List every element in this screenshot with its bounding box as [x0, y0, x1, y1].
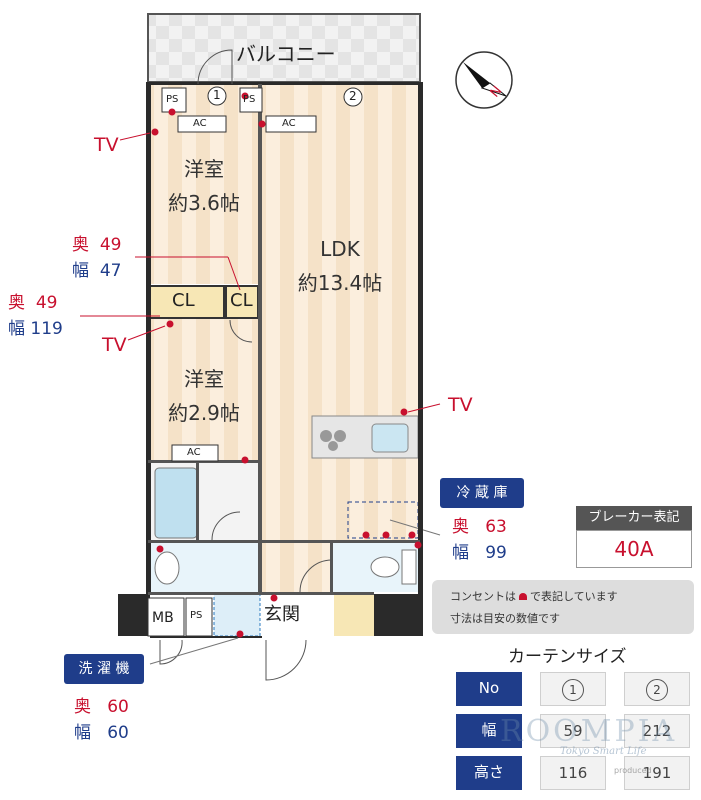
washer-badge: 洗 濯 機 [64, 654, 144, 684]
entrance-label: 玄関 [264, 604, 300, 625]
curtain-title: カーテンサイズ [508, 647, 627, 667]
ac-label-2: AC [282, 118, 296, 129]
curtain-col2-height: 191 [624, 756, 690, 790]
ldk-size: 約13.4帖 [297, 271, 383, 295]
ac-label-1: AC [193, 118, 207, 129]
fridge-width-label: 幅 [452, 543, 469, 563]
notes-line-1: コンセントはで表記しています [450, 590, 618, 603]
room2-label: 洋室 約2.9帖 [150, 362, 258, 430]
curtain-header-no: No [456, 672, 522, 706]
fridge-depth-label: 奥 [452, 517, 469, 537]
tv-label-room2: TV [102, 334, 127, 356]
washer-width-label: 幅 [74, 723, 91, 743]
watermark-brand: ROOMPIA [500, 714, 678, 749]
closet-large-dims: 奥 49 幅 119 [8, 292, 63, 340]
room2-name: 洋室 [184, 367, 224, 391]
closet-large-depth-label: 奥 [8, 293, 25, 313]
closet-small-dims: 奥 49 幅 47 [72, 234, 121, 282]
curtain-col1-no: 1 [540, 672, 606, 706]
window-2-label: 2 [349, 89, 357, 103]
closet-small-depth: 49 [99, 235, 122, 255]
room2-size: 約2.9帖 [168, 401, 240, 425]
closet-label-small: CL [230, 290, 253, 311]
closet-large-width-label: 幅 [8, 319, 25, 339]
window-1-label: 1 [213, 88, 221, 102]
curtain-header-width: 幅 [456, 714, 522, 748]
watermark-tagline: Tokyo Smart Life [560, 746, 647, 757]
closet-small-depth-label: 奥 [72, 235, 89, 255]
breaker-label: ブレーカー表記 [576, 506, 692, 530]
curtain-header-height: 高さ [456, 756, 522, 790]
washer-depth-label: 奥 [74, 697, 91, 717]
ps-label-3: PS [190, 610, 203, 621]
curtain-col1-width: 59 [540, 714, 606, 748]
ldk-name: LDK [320, 237, 360, 261]
curtain-col2-width: 212 [624, 714, 690, 748]
notes-box: コンセントはで表記しています 寸法は目安の数値です [432, 580, 694, 634]
room1-name: 洋室 [184, 157, 224, 181]
room1-label: 洋室 約3.6帖 [150, 152, 258, 220]
outlet-legend-icon [519, 593, 527, 600]
ps-label-1: PS [166, 94, 179, 105]
curtain-col2-no: 2 [624, 672, 690, 706]
notes-line-2: 寸法は目安の数値です [450, 612, 560, 625]
ac-label-3: AC [187, 447, 201, 458]
room1-size: 約3.6帖 [168, 191, 240, 215]
tv-label-room1: TV [94, 134, 119, 156]
closet-label-large: CL [172, 290, 195, 311]
fridge-depth: 63 [485, 517, 507, 537]
closet-small-width: 47 [99, 261, 122, 281]
ldk-label: LDK 約13.4帖 [280, 232, 400, 300]
curtain-col1-height: 116 [540, 756, 606, 790]
fridge-dims: 奥 63 幅 99 [452, 516, 507, 564]
breaker-value: 40A [576, 530, 692, 568]
washer-depth: 60 [107, 697, 129, 717]
fridge-badge: 冷 蔵 庫 [440, 478, 524, 508]
ps-label-2: PS [243, 94, 256, 105]
washer-width: 60 [107, 723, 129, 743]
mb-label: MB [152, 610, 174, 626]
tv-label-ldk: TV [448, 394, 473, 416]
closet-large-depth: 49 [35, 293, 58, 313]
washer-dims: 奥 60 幅 60 [74, 696, 129, 744]
closet-large-width: 119 [30, 319, 63, 339]
closet-small-width-label: 幅 [72, 261, 89, 281]
fridge-width: 99 [485, 543, 507, 563]
watermark-produced: produced [614, 766, 652, 775]
balcony-label: バルコニー [236, 42, 336, 66]
